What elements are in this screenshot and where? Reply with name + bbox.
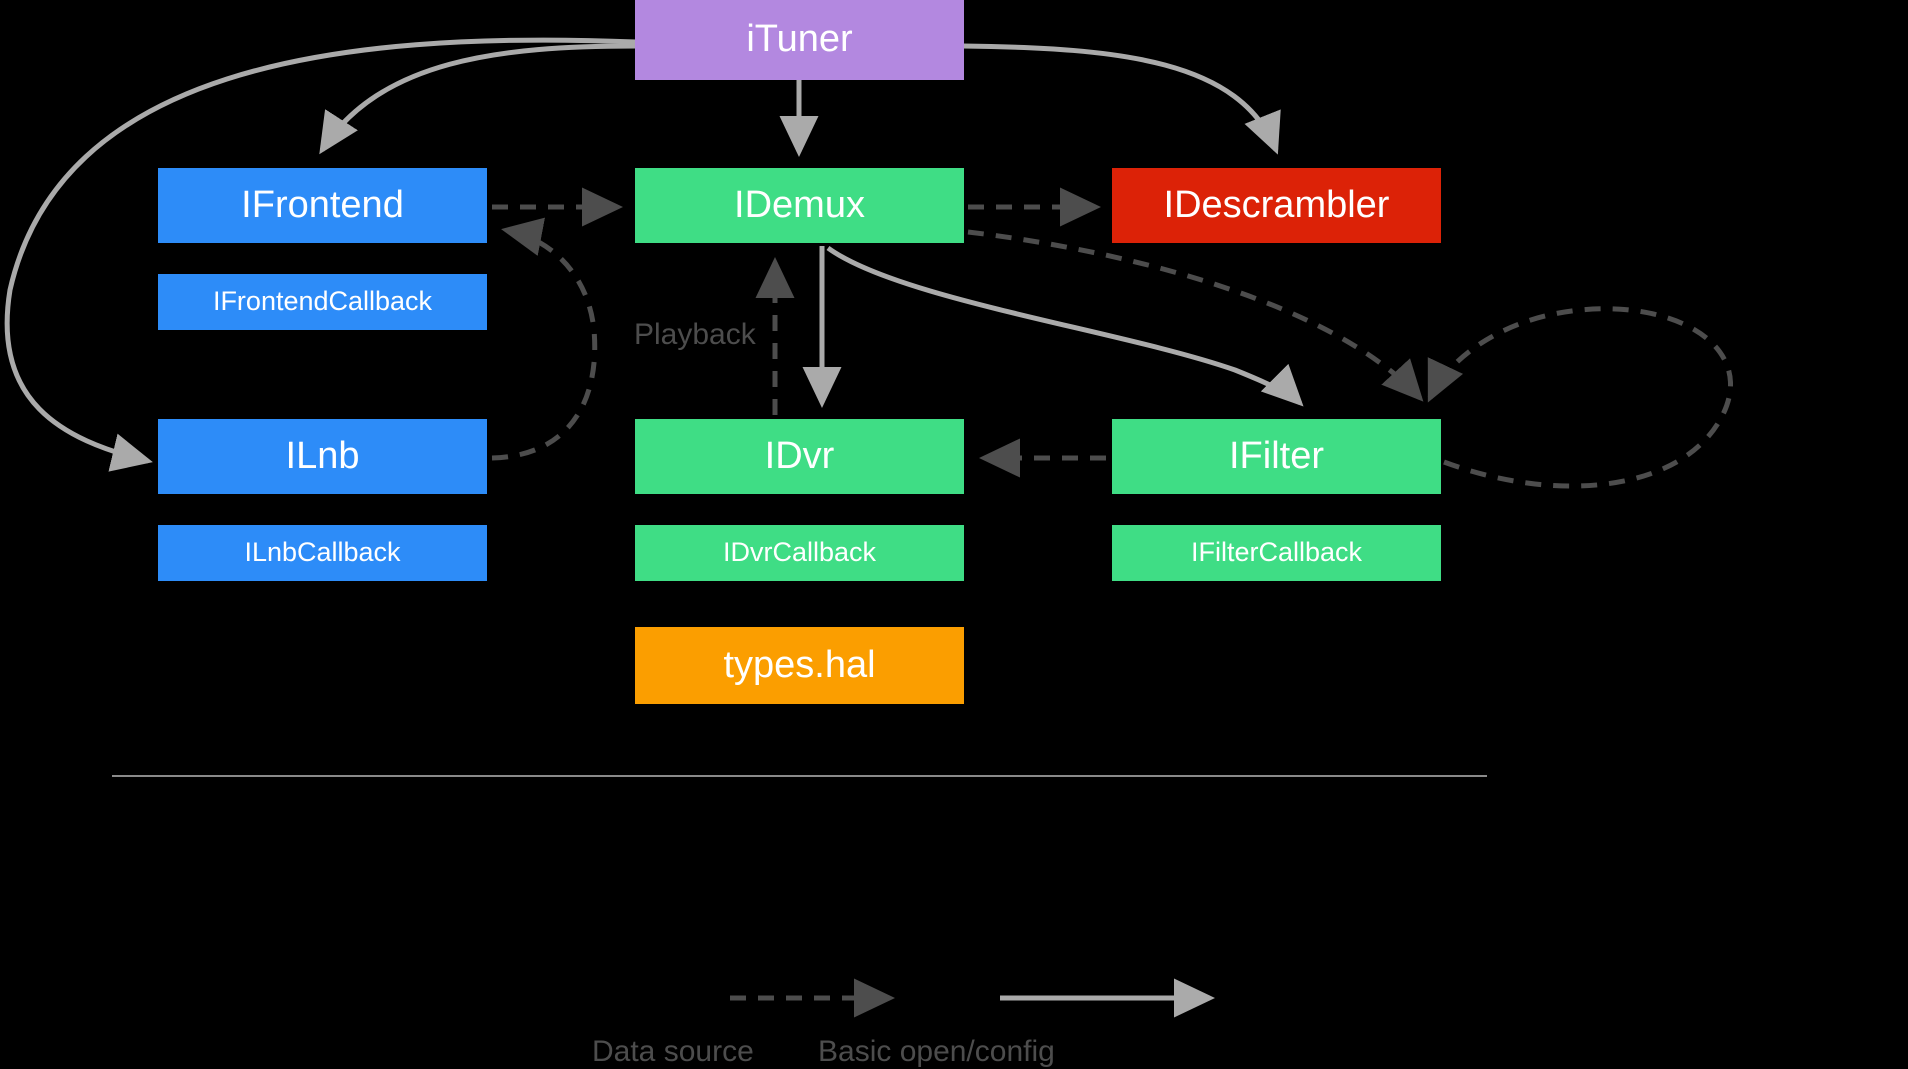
- node-ifrontend[interactable]: IFrontend: [158, 168, 487, 243]
- node-ilnbcallback[interactable]: ILnbCallback: [158, 525, 487, 581]
- node-ifiltercallback[interactable]: IFilterCallback: [1112, 525, 1441, 581]
- node-idvrcallback[interactable]: IDvrCallback: [635, 525, 964, 581]
- edge-ituner-to-idescrambler: [962, 43, 1281, 155]
- legend-label-basic-open-config: Basic open/config: [818, 1035, 1055, 1068]
- node-typeshal[interactable]: types.hal: [635, 627, 964, 704]
- node-ituner[interactable]: iTuner: [635, 0, 964, 80]
- edge-ifilter-self-loop: [1427, 306, 1734, 489]
- edge-idemux-to-ifilter: [826, 245, 1304, 407]
- node-idemux[interactable]: IDemux: [635, 168, 964, 243]
- node-idvr[interactable]: IDvr: [635, 419, 964, 494]
- node-ifrontendcallback[interactable]: IFrontendCallback: [158, 274, 487, 330]
- node-idescrambler[interactable]: IDescrambler: [1112, 168, 1441, 243]
- node-ilnb[interactable]: ILnb: [158, 419, 487, 494]
- edge-ituner-to-ilnb: [4, 37, 637, 472]
- edge-label-playback: Playback: [634, 318, 756, 351]
- edge-ilnb-to-ifrontend: [491, 217, 598, 461]
- legend-label-data-source: Data source: [592, 1035, 754, 1068]
- edge-ituner-to-ifrontend: [319, 43, 637, 155]
- legend-divider: [112, 775, 1487, 777]
- edge-idescrambler-to-ifilter: [967, 229, 1424, 402]
- node-ifilter[interactable]: IFilter: [1112, 419, 1441, 494]
